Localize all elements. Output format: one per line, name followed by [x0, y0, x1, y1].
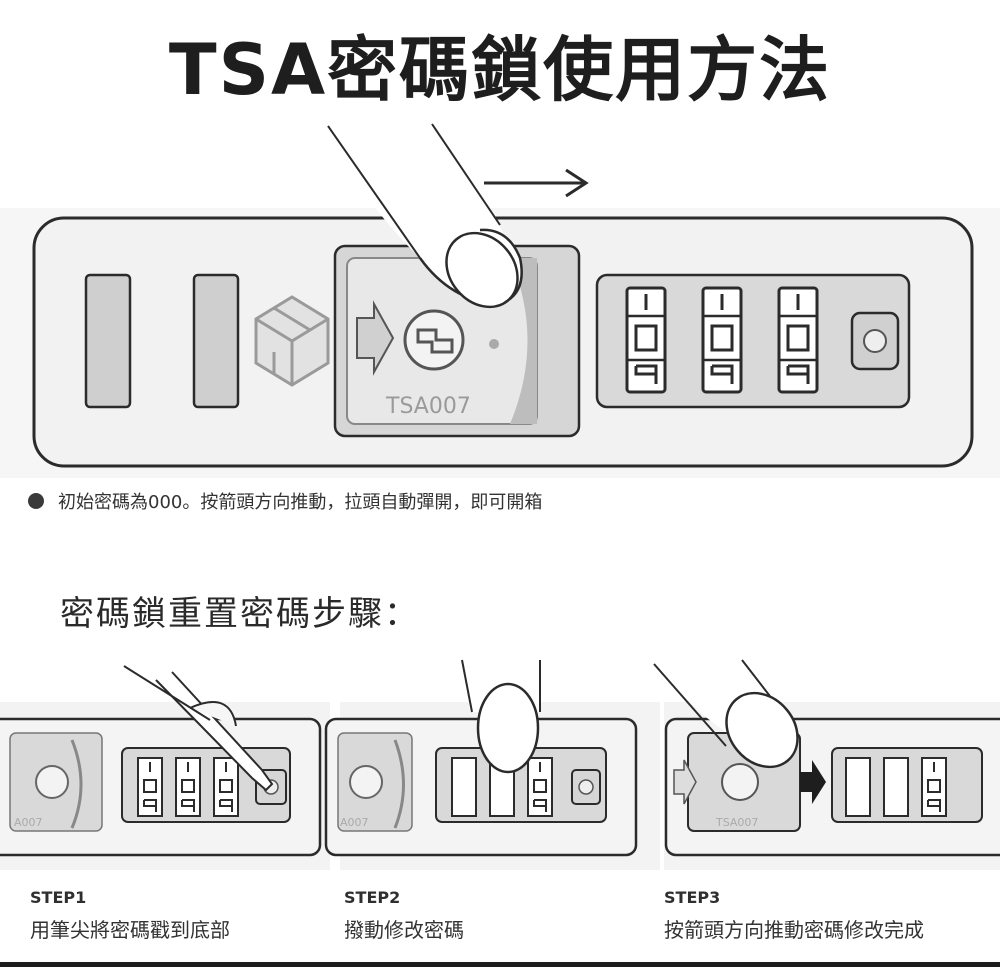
step1-lock-label: A007 — [14, 816, 43, 829]
pen-icon — [123, 665, 274, 792]
step3-lock-label: TSA007 — [715, 816, 758, 829]
arrow-right-icon — [356, 300, 395, 376]
reset-steps-heading: 密碼鎖重置密碼步驟： — [60, 594, 420, 634]
bullet-icon — [28, 493, 44, 509]
finger-icon-step3 — [653, 659, 799, 769]
digit-wheels — [625, 286, 819, 394]
page-title: TSA密碼鎖使用方法 — [168, 29, 832, 111]
step2-heading: STEP2 — [344, 888, 401, 907]
bottom-divider — [0, 962, 1000, 967]
main-lock-panel: TSA007 — [0, 123, 1000, 478]
finger-icon — [327, 123, 523, 309]
digit-wheel-3 — [777, 286, 819, 394]
brand-logo-icon — [254, 295, 330, 387]
instruction-caption: 初始密碼為000。按箭頭方向推動，拉頭自動彈開，即可開箱 — [28, 488, 542, 514]
reset-button-icon — [850, 311, 900, 371]
step1-illustration: A007 — [0, 665, 330, 870]
push-arrow-black-icon — [800, 760, 826, 804]
digit-wheel-2 — [701, 286, 743, 394]
tsa-key-icon — [403, 309, 499, 371]
step3-illustration: TSA007 — [653, 659, 1000, 870]
step2-description: 撥動修改密碼 — [344, 918, 464, 942]
step2-illustration: A007 — [324, 659, 660, 870]
step3-heading: STEP3 — [664, 888, 721, 907]
side-block-right — [192, 273, 240, 409]
step1-description: 用筆尖將密碼戳到底部 — [30, 918, 230, 942]
instruction-text: 初始密碼為000。按箭頭方向推動，拉頭自動彈開，即可開箱 — [58, 492, 543, 513]
step2-lock-label: A007 — [340, 816, 369, 829]
step1-heading: STEP1 — [30, 888, 87, 907]
push-direction-arrow-icon — [484, 168, 589, 198]
step1-digit-wheels — [137, 757, 239, 817]
arrow-right-icon-step3 — [673, 759, 697, 805]
step2-digit-wheels — [451, 757, 553, 817]
side-block-left — [84, 273, 132, 409]
lock-model-label: TSA007 — [385, 394, 471, 419]
step3-description: 按箭頭方向推動密碼修改完成 — [664, 918, 924, 942]
step3-digit-wheels — [845, 757, 947, 817]
digit-wheel-1 — [625, 286, 667, 394]
finger-icon-step2 — [461, 659, 541, 774]
